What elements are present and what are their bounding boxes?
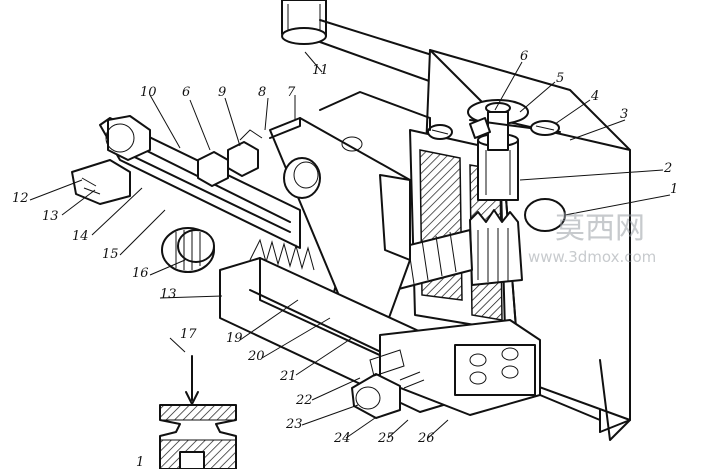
callout-11: 10	[140, 85, 157, 100]
callout-1-right: 1	[670, 182, 678, 197]
callout-5: 5	[556, 71, 564, 86]
callout-16: 16	[132, 266, 149, 281]
callout-9: 8	[258, 85, 266, 100]
round-knob	[161, 227, 215, 273]
callout-10: 9	[218, 85, 226, 100]
watermark-chinese: 莫西网	[555, 211, 645, 246]
callout-26: 26	[417, 431, 435, 446]
callout-17: 17	[180, 327, 197, 342]
callout-19: 19	[226, 331, 243, 346]
callout-2: 2	[663, 161, 672, 176]
callout-24: 24	[333, 431, 351, 446]
callout-21: 21	[279, 369, 297, 384]
callout-6-left: 6	[182, 85, 190, 100]
callout-23: 23	[285, 417, 303, 432]
callout-20: 20	[247, 349, 265, 364]
callout-13-bottom: 13	[160, 287, 177, 302]
callout-labels: 11 6 5 4 3 2 1 7 8 9 6 10 12 13 14 15 16…	[12, 49, 678, 469]
callout-15: 15	[102, 247, 119, 262]
callout-3: 3	[620, 107, 628, 122]
callout-13-top: 13	[42, 209, 59, 224]
top-knob	[427, 99, 561, 151]
callout-8: 7	[287, 85, 296, 100]
watermark: 莫西网 www.3dmox.com	[528, 211, 656, 266]
callout-7: 11	[312, 63, 329, 78]
long-arm	[71, 115, 315, 271]
base-rails	[219, 257, 601, 433]
callout-22: 22	[295, 393, 313, 408]
watermark-url: www.3dmox.com	[528, 248, 656, 266]
callout-6-top: 6	[520, 49, 528, 64]
callout-14: 14	[72, 229, 89, 244]
leader-lines	[29, 51, 671, 439]
callout-4: 4	[590, 89, 599, 104]
detail-view	[159, 355, 237, 469]
callout-12: 12	[12, 191, 29, 206]
callout-1-detail: 1	[136, 455, 144, 469]
callout-25: 25	[377, 431, 395, 446]
